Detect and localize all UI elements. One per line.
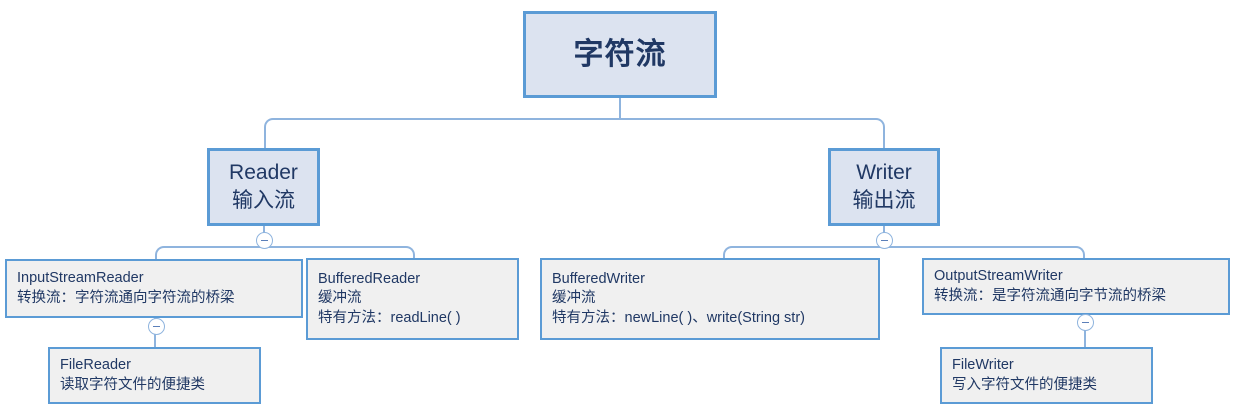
collapse-input-stream-reader-icon[interactable] <box>148 318 165 335</box>
node-osw-label-0: OutputStreamWriter <box>934 268 1063 285</box>
node-buffered-writer[interactable]: BufferedWriter 缓冲流 特有方法：newLine( )、write… <box>540 258 880 340</box>
connector-root-to-writer <box>619 118 885 156</box>
node-reader-label-0: Reader <box>229 161 298 185</box>
node-osw-label-1: 转换流：是字符流通向字节流的桥梁 <box>934 287 1166 304</box>
node-bw-label-0: BufferedWriter <box>552 271 645 288</box>
node-filereader-label-1: 读取字符文件的便捷类 <box>60 376 205 393</box>
collapse-reader-icon[interactable] <box>256 232 273 249</box>
node-br-label-1: 缓冲流 <box>318 290 362 307</box>
connector-writer-to-bw <box>723 246 885 262</box>
node-writer-label-1: 输出流 <box>852 189 916 212</box>
node-file-writer[interactable]: FileWriter 写入字符文件的便捷类 <box>940 347 1153 404</box>
node-root-label-0: 字符流 <box>573 37 667 71</box>
node-buffered-reader[interactable]: BufferedReader 缓冲流 特有方法：readLine( ) <box>306 258 519 340</box>
connector-root-to-reader <box>264 118 620 156</box>
node-filereader-label-0: FileReader <box>60 357 131 374</box>
node-file-reader[interactable]: FileReader 读取字符文件的便捷类 <box>48 347 261 404</box>
node-reader[interactable]: Reader 输入流 <box>207 148 320 226</box>
node-input-stream-reader[interactable]: InputStreamReader 转换流：字符流通向字符流的桥梁 <box>5 259 303 318</box>
node-bw-label-2: 特有方法：newLine( )、write(String str) <box>552 309 805 326</box>
node-bw-label-1: 缓冲流 <box>552 290 596 307</box>
node-isr-label-0: InputStreamReader <box>17 270 144 287</box>
node-isr-label-1: 转换流：字符流通向字符流的桥梁 <box>17 289 235 306</box>
collapse-output-stream-writer-icon[interactable] <box>1077 314 1094 331</box>
connector-writer-to-osw <box>883 246 1085 262</box>
connector-reader-to-isr <box>155 246 265 262</box>
node-filewriter-label-0: FileWriter <box>952 357 1014 374</box>
connector-root-stem <box>619 97 621 119</box>
node-br-label-2: 特有方法：readLine( ) <box>318 309 461 326</box>
node-writer-label-0: Writer <box>856 161 912 185</box>
collapse-writer-icon[interactable] <box>876 232 893 249</box>
connector-reader-to-br <box>263 246 415 262</box>
node-writer[interactable]: Writer 输出流 <box>828 148 940 226</box>
node-reader-label-1: 输入流 <box>232 189 295 212</box>
node-output-stream-writer[interactable]: OutputStreamWriter 转换流：是字符流通向字节流的桥梁 <box>922 258 1230 315</box>
node-root[interactable]: 字符流 <box>523 11 717 98</box>
connector-osw-to-filewriter <box>1084 314 1086 348</box>
node-filewriter-label-1: 写入字符文件的便捷类 <box>952 376 1097 393</box>
node-br-label-0: BufferedReader <box>318 271 421 288</box>
